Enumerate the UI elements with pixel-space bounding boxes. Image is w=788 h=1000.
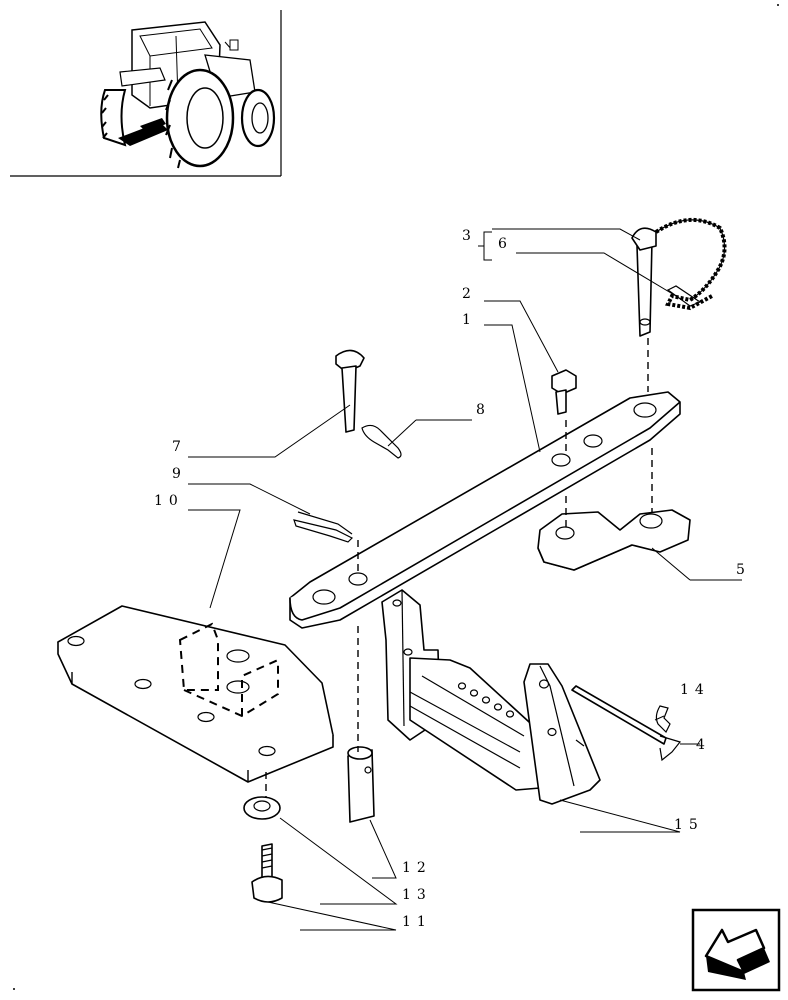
bolt-11	[251, 843, 283, 903]
callout-labels: 3 6 2 1 8 7 9 10 5 14 4 15 12 13 11	[154, 228, 751, 930]
label-8: 8	[476, 402, 491, 418]
r-clip-14	[655, 705, 671, 734]
label-13: 13	[402, 887, 432, 903]
leader-lines	[188, 228, 742, 931]
label-11: 11	[402, 914, 432, 930]
tractor-thumbnail-icon	[100, 21, 276, 169]
label-12: 12	[402, 860, 432, 876]
chain-pin	[631, 217, 727, 337]
previous-page-button[interactable]	[691, 908, 781, 992]
previous-page-arrow-icon	[704, 928, 770, 980]
label-7: 7	[172, 439, 187, 455]
bushing-12	[347, 746, 375, 823]
assembly-lines	[265, 338, 653, 798]
tractor-thumbnail	[10, 10, 282, 177]
clip-9	[293, 511, 354, 543]
label-5: 5	[736, 562, 751, 578]
clip-8	[361, 424, 402, 459]
label-9: 9	[172, 466, 187, 482]
label-4: 4	[696, 737, 711, 753]
mounting-plate	[57, 605, 334, 783]
pin-7	[335, 349, 365, 433]
label-14: 14	[680, 682, 710, 698]
label-15: 15	[674, 817, 704, 833]
label-10: 10	[154, 493, 184, 509]
drawbar	[289, 391, 681, 629]
label-1: 1	[462, 312, 477, 328]
support-frame	[381, 589, 601, 805]
bolt-2	[551, 369, 577, 415]
offset-bracket	[537, 509, 691, 571]
label-2: 2	[462, 286, 477, 302]
label-6: 6	[498, 236, 513, 252]
pin-4	[571, 685, 682, 762]
label-3: 3	[462, 228, 477, 244]
washer-13	[243, 796, 281, 820]
